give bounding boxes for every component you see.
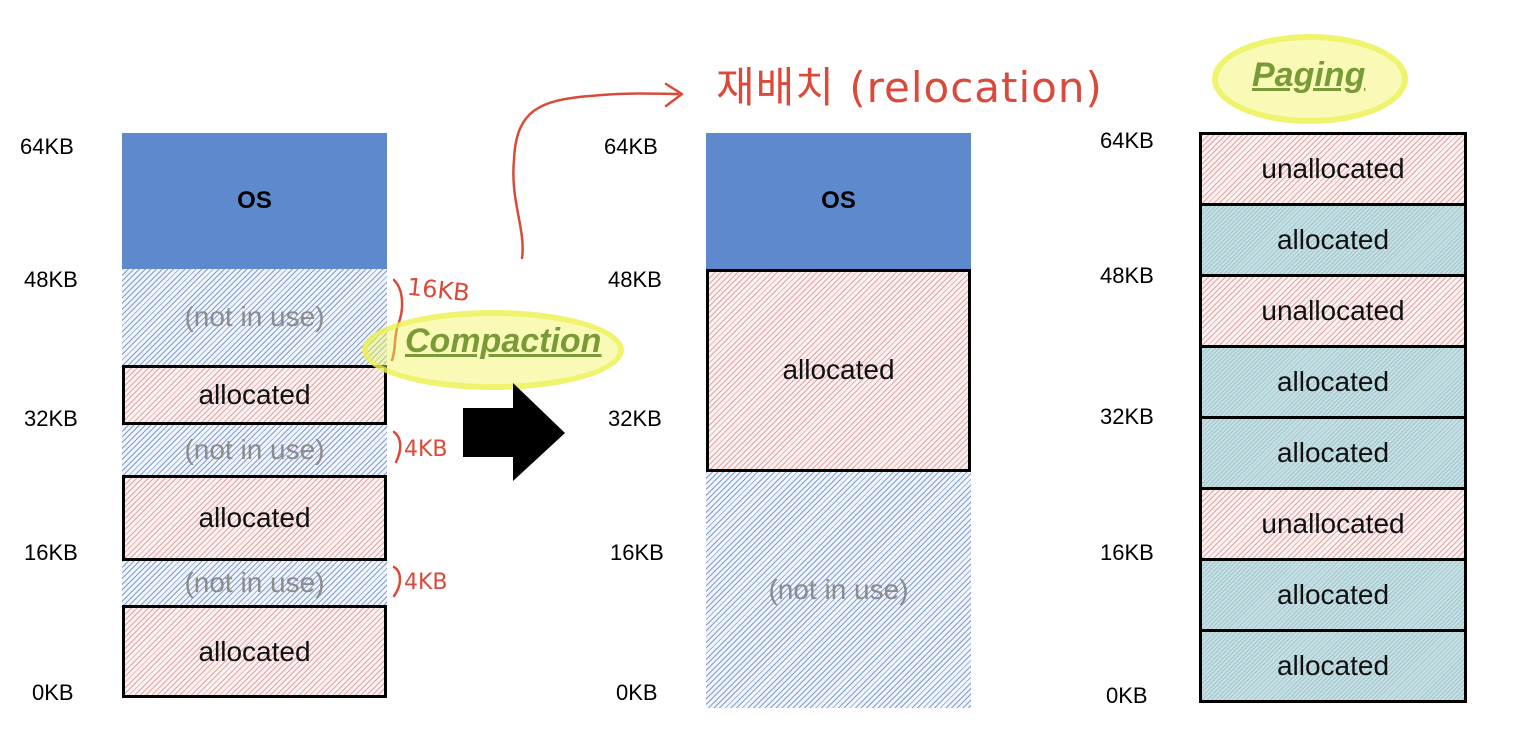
axis-label-0kb-right: 0KB [1106,683,1148,708]
axis-label-16kb-middle: 16KB [610,540,664,565]
page-frame-6: unallocated [1199,487,1467,561]
page-frame-5: allocated [1199,416,1467,490]
page-frame-3: unallocated [1199,274,1467,348]
axis-label-0kb-middle: 0KB [616,680,658,705]
paging-label: Paging [1252,56,1366,94]
gap-note-4kb-lower: 4KB [404,570,448,595]
axis-label-64kb-right: 64KB [1100,128,1154,153]
axis-label-64kb-middle: 64KB [604,134,658,159]
page-frame-label-7: allocated [1276,579,1390,610]
page-frame-label-5: allocated [1276,437,1390,468]
compaction-highlight [362,310,624,390]
axis-label-48kb-middle: 48KB [608,267,662,292]
middle-alloc-block: allocated [706,269,971,472]
page-frame-7: allocated [1199,558,1467,632]
left-alloc-block-3: allocated [122,605,387,698]
left-free-label-3: (not in use) [184,567,325,598]
page-frame-label-2: allocated [1276,224,1390,255]
page-frame-label-4: allocated [1276,366,1390,397]
page-frame-label-1: unallocated [1261,153,1405,184]
middle-os-block: OS [706,133,971,269]
left-alloc-label-1: allocated [198,379,311,410]
left-free-label-1: (not in use) [184,301,325,332]
page-frame-8: allocated [1199,629,1467,703]
axis-label-48kb: 48KB [24,267,78,292]
axis-label-16kb: 16KB [24,540,78,565]
page-frame-label-3: unallocated [1261,295,1405,326]
left-free-label-2: (not in use) [184,434,325,465]
left-os-block: OS [122,133,387,269]
axis-label-32kb-right: 32KB [1100,404,1154,429]
left-alloc-block-2: allocated [122,475,387,561]
page-frame-label-6: unallocated [1261,508,1405,539]
page-frame-label-8: allocated [1276,650,1390,681]
axis-label-0kb: 0KB [32,680,74,705]
left-alloc-label-3: allocated [198,635,311,667]
paging-highlight [1212,34,1408,124]
page-frame-4: allocated [1199,345,1467,419]
left-free-block-1: (not in use) [122,269,387,365]
left-alloc-block-1: allocated [122,365,387,425]
axis-label-16kb-right: 16KB [1100,540,1154,565]
compaction-arrow-icon [463,383,565,481]
compaction-label: Compaction [405,322,602,360]
left-free-block-2: (not in use) [122,425,387,475]
left-os-label: OS [237,187,272,214]
page-frame-1: unallocated [1199,132,1467,206]
middle-free-label: (not in use) [768,574,909,605]
gap-note-4kb-upper: 4KB [404,437,448,462]
relocation-arrow-icon [512,82,684,260]
left-alloc-label-2: allocated [198,502,311,533]
middle-alloc-label: allocated [782,353,895,385]
axis-label-32kb-middle: 32KB [608,406,662,431]
axis-label-64kb: 64KB [20,134,74,159]
page-frame-2: allocated [1199,203,1467,277]
axis-label-32kb: 32KB [24,406,78,431]
left-free-block-3: (not in use) [122,561,387,605]
relocation-note: 재배치 (relocation) [716,63,1103,112]
axis-label-48kb-right: 48KB [1100,263,1154,288]
middle-free-block: (not in use) [706,472,971,708]
middle-os-label: OS [821,187,856,214]
